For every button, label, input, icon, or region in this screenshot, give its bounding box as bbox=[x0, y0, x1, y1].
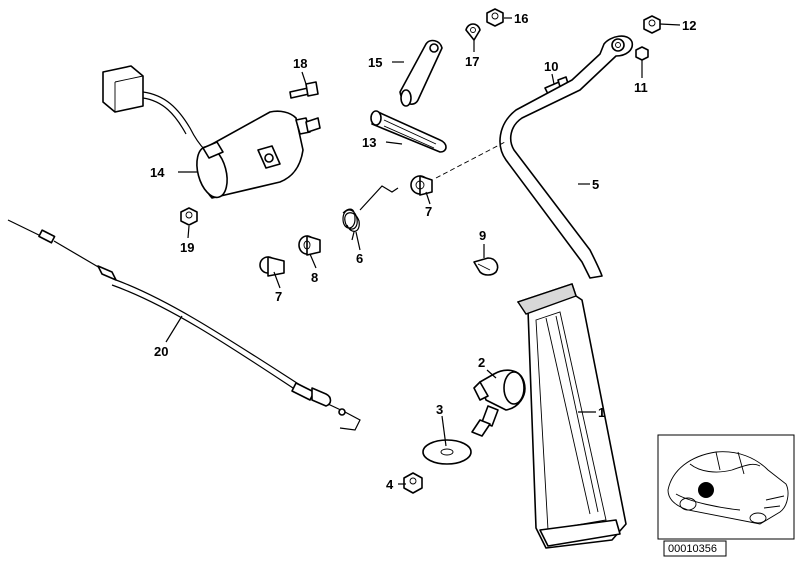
reference-number: 00010356 bbox=[668, 543, 717, 555]
part-14-actuator-motor[interactable] bbox=[102, 65, 321, 201]
location-marker-icon bbox=[698, 482, 714, 498]
part-2-pedal-sensor[interactable] bbox=[471, 369, 526, 437]
callout-9: 9 bbox=[479, 228, 486, 243]
part-17-clip[interactable] bbox=[465, 23, 481, 41]
part-8-bushing[interactable] bbox=[298, 235, 321, 256]
part-12-nut[interactable] bbox=[643, 15, 661, 34]
part-15-lever-plate[interactable] bbox=[399, 39, 443, 107]
callout-7-upper: 7 bbox=[425, 204, 432, 219]
callout-8: 8 bbox=[311, 270, 318, 285]
callout-labels: 1 2 3 4 5 6 7 7 8 9 10 11 12 13 14 15 16… bbox=[150, 11, 696, 492]
part-5-pedal-rod[interactable] bbox=[499, 35, 634, 279]
callout-4: 4 bbox=[386, 477, 394, 492]
callout-19: 19 bbox=[180, 240, 194, 255]
callout-14: 14 bbox=[150, 165, 165, 180]
part-13-pivot-pin[interactable] bbox=[370, 110, 447, 153]
part-7-bushing-lower[interactable] bbox=[259, 256, 285, 277]
callout-2: 2 bbox=[478, 355, 485, 370]
callout-1: 1 bbox=[598, 405, 605, 420]
callout-3: 3 bbox=[436, 402, 443, 417]
part-19-nut[interactable] bbox=[180, 207, 198, 226]
car-outline-icon bbox=[667, 451, 789, 525]
part-6-return-spring[interactable] bbox=[342, 185, 399, 241]
part-9-clip[interactable] bbox=[473, 257, 499, 276]
callout-13: 13 bbox=[362, 135, 376, 150]
callout-11: 11 bbox=[634, 80, 648, 95]
callout-6: 6 bbox=[356, 251, 363, 266]
callout-20: 20 bbox=[154, 344, 168, 359]
callout-18: 18 bbox=[293, 56, 307, 71]
vehicle-location-inset bbox=[657, 434, 795, 540]
callout-10: 10 bbox=[544, 59, 558, 74]
callout-12: 12 bbox=[682, 18, 696, 33]
callout-15: 15 bbox=[368, 55, 382, 70]
part-4-nut[interactable] bbox=[403, 472, 423, 494]
leader-lines bbox=[165, 17, 681, 485]
callout-5: 5 bbox=[592, 177, 599, 192]
part-1-accelerator-pedal[interactable] bbox=[516, 283, 627, 549]
part-18-bolt[interactable] bbox=[289, 81, 319, 99]
callout-7-lower: 7 bbox=[275, 289, 282, 304]
callout-16: 16 bbox=[514, 11, 528, 26]
part-7-bushing-upper[interactable] bbox=[410, 175, 433, 196]
reference-number-box: 00010356 bbox=[663, 540, 727, 557]
assembly-guide-line bbox=[435, 141, 506, 179]
part-16-nut[interactable] bbox=[486, 8, 504, 27]
part-11-nut[interactable] bbox=[635, 46, 649, 61]
callout-17: 17 bbox=[465, 54, 479, 69]
part-20-throttle-cable[interactable] bbox=[7, 219, 361, 431]
part-3-washer[interactable] bbox=[422, 439, 472, 465]
